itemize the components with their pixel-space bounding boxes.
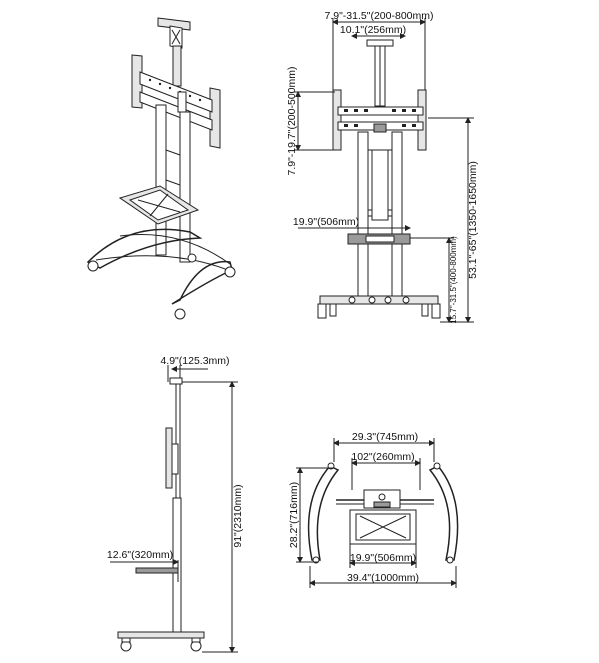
base-holes-icon xyxy=(348,296,410,304)
height-adjust-label: 7.9"-19.7"(200-500mm) xyxy=(286,66,298,175)
shelf-height-label: 15.7"-31.5"(400-800mm) xyxy=(449,236,458,324)
frame-slots-icon xyxy=(344,109,416,127)
total-height-label: 53.1"-65"(1350-1650mm) xyxy=(467,161,479,279)
front-view: 7.9"-31.5"(200-800mm) 10.1"(256mm) xyxy=(286,10,479,324)
isometric-view xyxy=(86,17,236,320)
span-label: 29.3"(745mm) xyxy=(352,431,418,443)
shelf-width-label: 19.9"(506mm) xyxy=(293,216,359,228)
side-wheels-icon xyxy=(120,637,202,652)
width-range-label: 7.9"-31.5"(200-800mm) xyxy=(324,10,433,22)
bracket-width-label: 10.1"(256mm) xyxy=(340,24,406,36)
top-depth-label: 4.9"(125.3mm) xyxy=(160,355,229,367)
side-view: 4.9"(125.3mm) 91"(2310mm) 12.6"(320mm) xyxy=(107,355,244,653)
depth-label: 28.2"(716mm) xyxy=(288,482,300,548)
caster-wheels-icon xyxy=(87,253,236,320)
inner-label: 102"(260mm) xyxy=(351,451,414,463)
top-view: 29.3"(745mm) 102"(260mm) 28.2"(716mm) xyxy=(288,431,459,588)
front-wheels-icon xyxy=(317,303,441,319)
shelf-depth-label: 12.6"(320mm) xyxy=(107,549,173,561)
top-shelf-label: 19.9"(506mm) xyxy=(350,552,416,564)
side-total-height-label: 91"(2310mm) xyxy=(232,484,244,547)
base-label: 39.4"(1000mm) xyxy=(347,572,419,584)
